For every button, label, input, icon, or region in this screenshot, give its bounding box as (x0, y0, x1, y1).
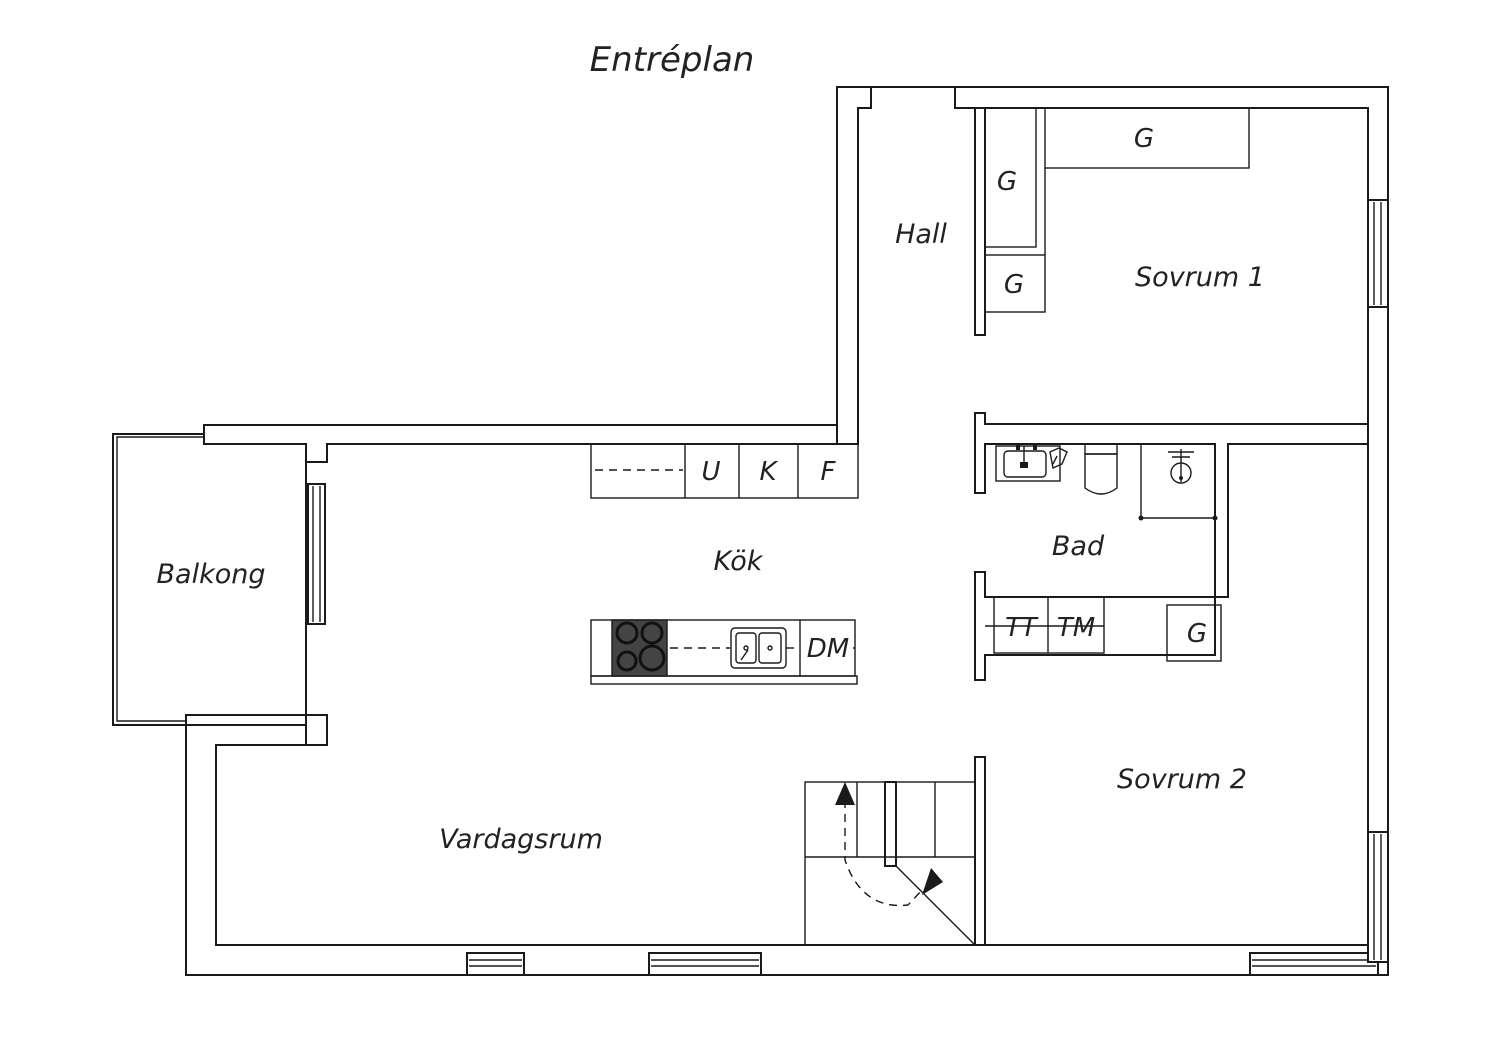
room-label-sovrum2: Sovrum 2 (1117, 764, 1247, 795)
wardrobe-bath (1166, 604, 1222, 662)
oven-label: F (821, 457, 837, 487)
freezer-label: U (701, 457, 720, 487)
balcony (112, 433, 307, 726)
interior-walls (884, 107, 1369, 946)
wardrobe-label: G (1187, 619, 1207, 649)
bathroom-fixtures (985, 443, 1218, 654)
plan-title: Entréplan (590, 40, 755, 80)
wardrobe-hall-upper (984, 107, 1037, 248)
sink-icon (730, 627, 787, 669)
kitchen-counter-top (590, 443, 859, 499)
room-label-hall: Hall (895, 219, 947, 250)
washbasin-icon (995, 444, 1068, 482)
dryer-label: TT (1005, 613, 1039, 643)
room-label-vardagsrum: Vardagsrum (439, 824, 603, 855)
shower-icon (1138, 444, 1218, 521)
toilet-icon (1084, 443, 1118, 495)
wardrobes (984, 107, 1250, 662)
washer-label: TM (1057, 613, 1095, 643)
wardrobe-label: G (997, 167, 1017, 197)
room-label-bad: Bad (1052, 531, 1105, 562)
wardrobe-label: G (1134, 124, 1154, 154)
room-label-kok: Kök (714, 546, 764, 577)
stair-arrow-down-icon (922, 868, 943, 895)
laundry-counter (985, 596, 1105, 654)
windows (307, 199, 1389, 976)
dishwasher-label: DM (807, 634, 849, 664)
room-label-sovrum1: Sovrum 1 (1135, 262, 1265, 293)
room-label-balkong: Balkong (157, 559, 266, 590)
exterior-walls (185, 86, 1389, 976)
fridge-label: K (759, 457, 778, 487)
kitchen-island (590, 619, 858, 685)
wardrobe-bedroom1 (1044, 107, 1250, 169)
staircase (804, 781, 976, 946)
wardrobe-hall-lower (984, 254, 1046, 313)
stair-arrow-up-icon (835, 782, 855, 805)
wardrobe-label: G (1004, 270, 1024, 300)
